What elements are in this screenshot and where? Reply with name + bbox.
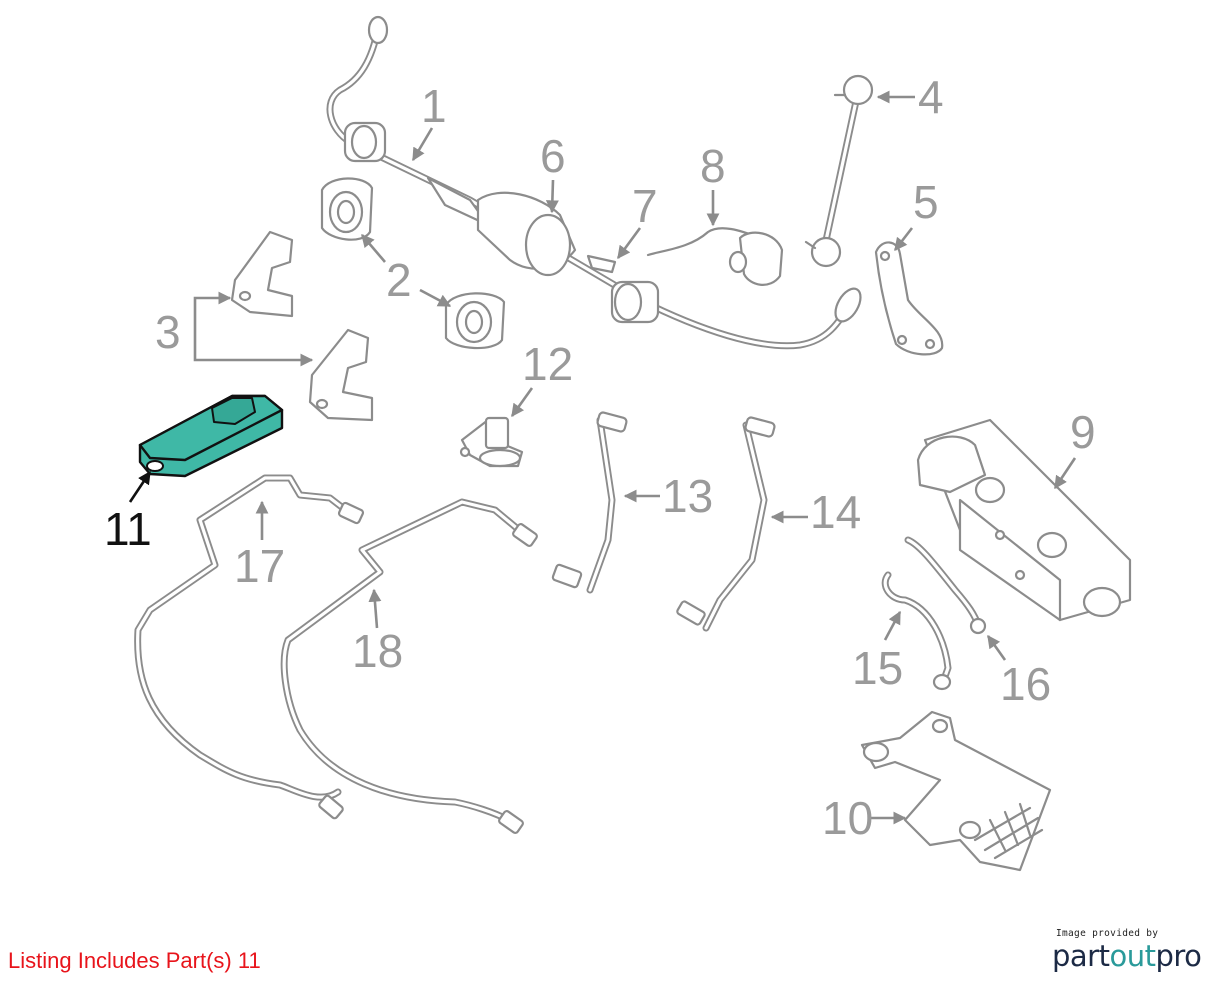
callout-11[interactable]: 11 [104, 503, 152, 555]
bushing-upper [320, 177, 374, 241]
link-bracket [874, 241, 944, 356]
bracket-lower [308, 328, 374, 422]
callout-9[interactable]: 9 [1070, 406, 1096, 458]
callout-1[interactable]: 1 [421, 80, 447, 132]
callout-15[interactable]: 15 [852, 642, 903, 694]
height-sensor [646, 227, 784, 286]
callout-13[interactable]: 13 [662, 470, 713, 522]
brand-credit: Image provided by partoutpro [1052, 928, 1202, 973]
callout-18[interactable]: 18 [352, 625, 403, 677]
partoutpro-logo: partoutpro [1052, 939, 1202, 973]
callout-17[interactable]: 17 [234, 540, 285, 592]
bracket-upper [230, 230, 294, 318]
callout-16[interactable]: 16 [1000, 658, 1051, 710]
callout-3[interactable]: 3 [155, 306, 181, 358]
bushing-lower [444, 292, 506, 350]
callout-7[interactable]: 7 [632, 180, 658, 232]
leader-lines [128, 90, 1077, 825]
brand-caption: Image provided by [1056, 928, 1159, 939]
hose-13 [551, 411, 628, 594]
valve-block [916, 418, 1132, 622]
callout-labels: 1 2 3 4 5 6 7 8 9 10 11 12 13 14 15 16 1… [104, 71, 1096, 844]
level-sensor [459, 416, 524, 468]
control-module-highlighted [138, 394, 284, 478]
mounting-bracket [860, 710, 1052, 872]
callout-12[interactable]: 12 [522, 338, 573, 390]
callout-4[interactable]: 4 [918, 71, 944, 123]
callout-10[interactable]: 10 [822, 792, 873, 844]
callout-8[interactable]: 8 [700, 140, 726, 192]
stabilizer-link [804, 74, 874, 268]
callout-5[interactable]: 5 [913, 176, 939, 228]
callout-2[interactable]: 2 [386, 254, 412, 306]
hose-15 [881, 571, 952, 691]
callout-6[interactable]: 6 [540, 130, 566, 182]
hose-16 [904, 536, 987, 635]
wire-18 [280, 498, 538, 834]
logo-part: part [1052, 939, 1110, 973]
logo-out: out [1109, 939, 1156, 973]
wire-17 [134, 474, 365, 820]
callout-14[interactable]: 14 [810, 486, 861, 538]
logo-pro: pro [1155, 939, 1202, 973]
stabilizer-bar [326, 15, 862, 350]
hose-14 [676, 416, 776, 632]
listing-note: Listing Includes Part(s) 11 [8, 948, 261, 973]
